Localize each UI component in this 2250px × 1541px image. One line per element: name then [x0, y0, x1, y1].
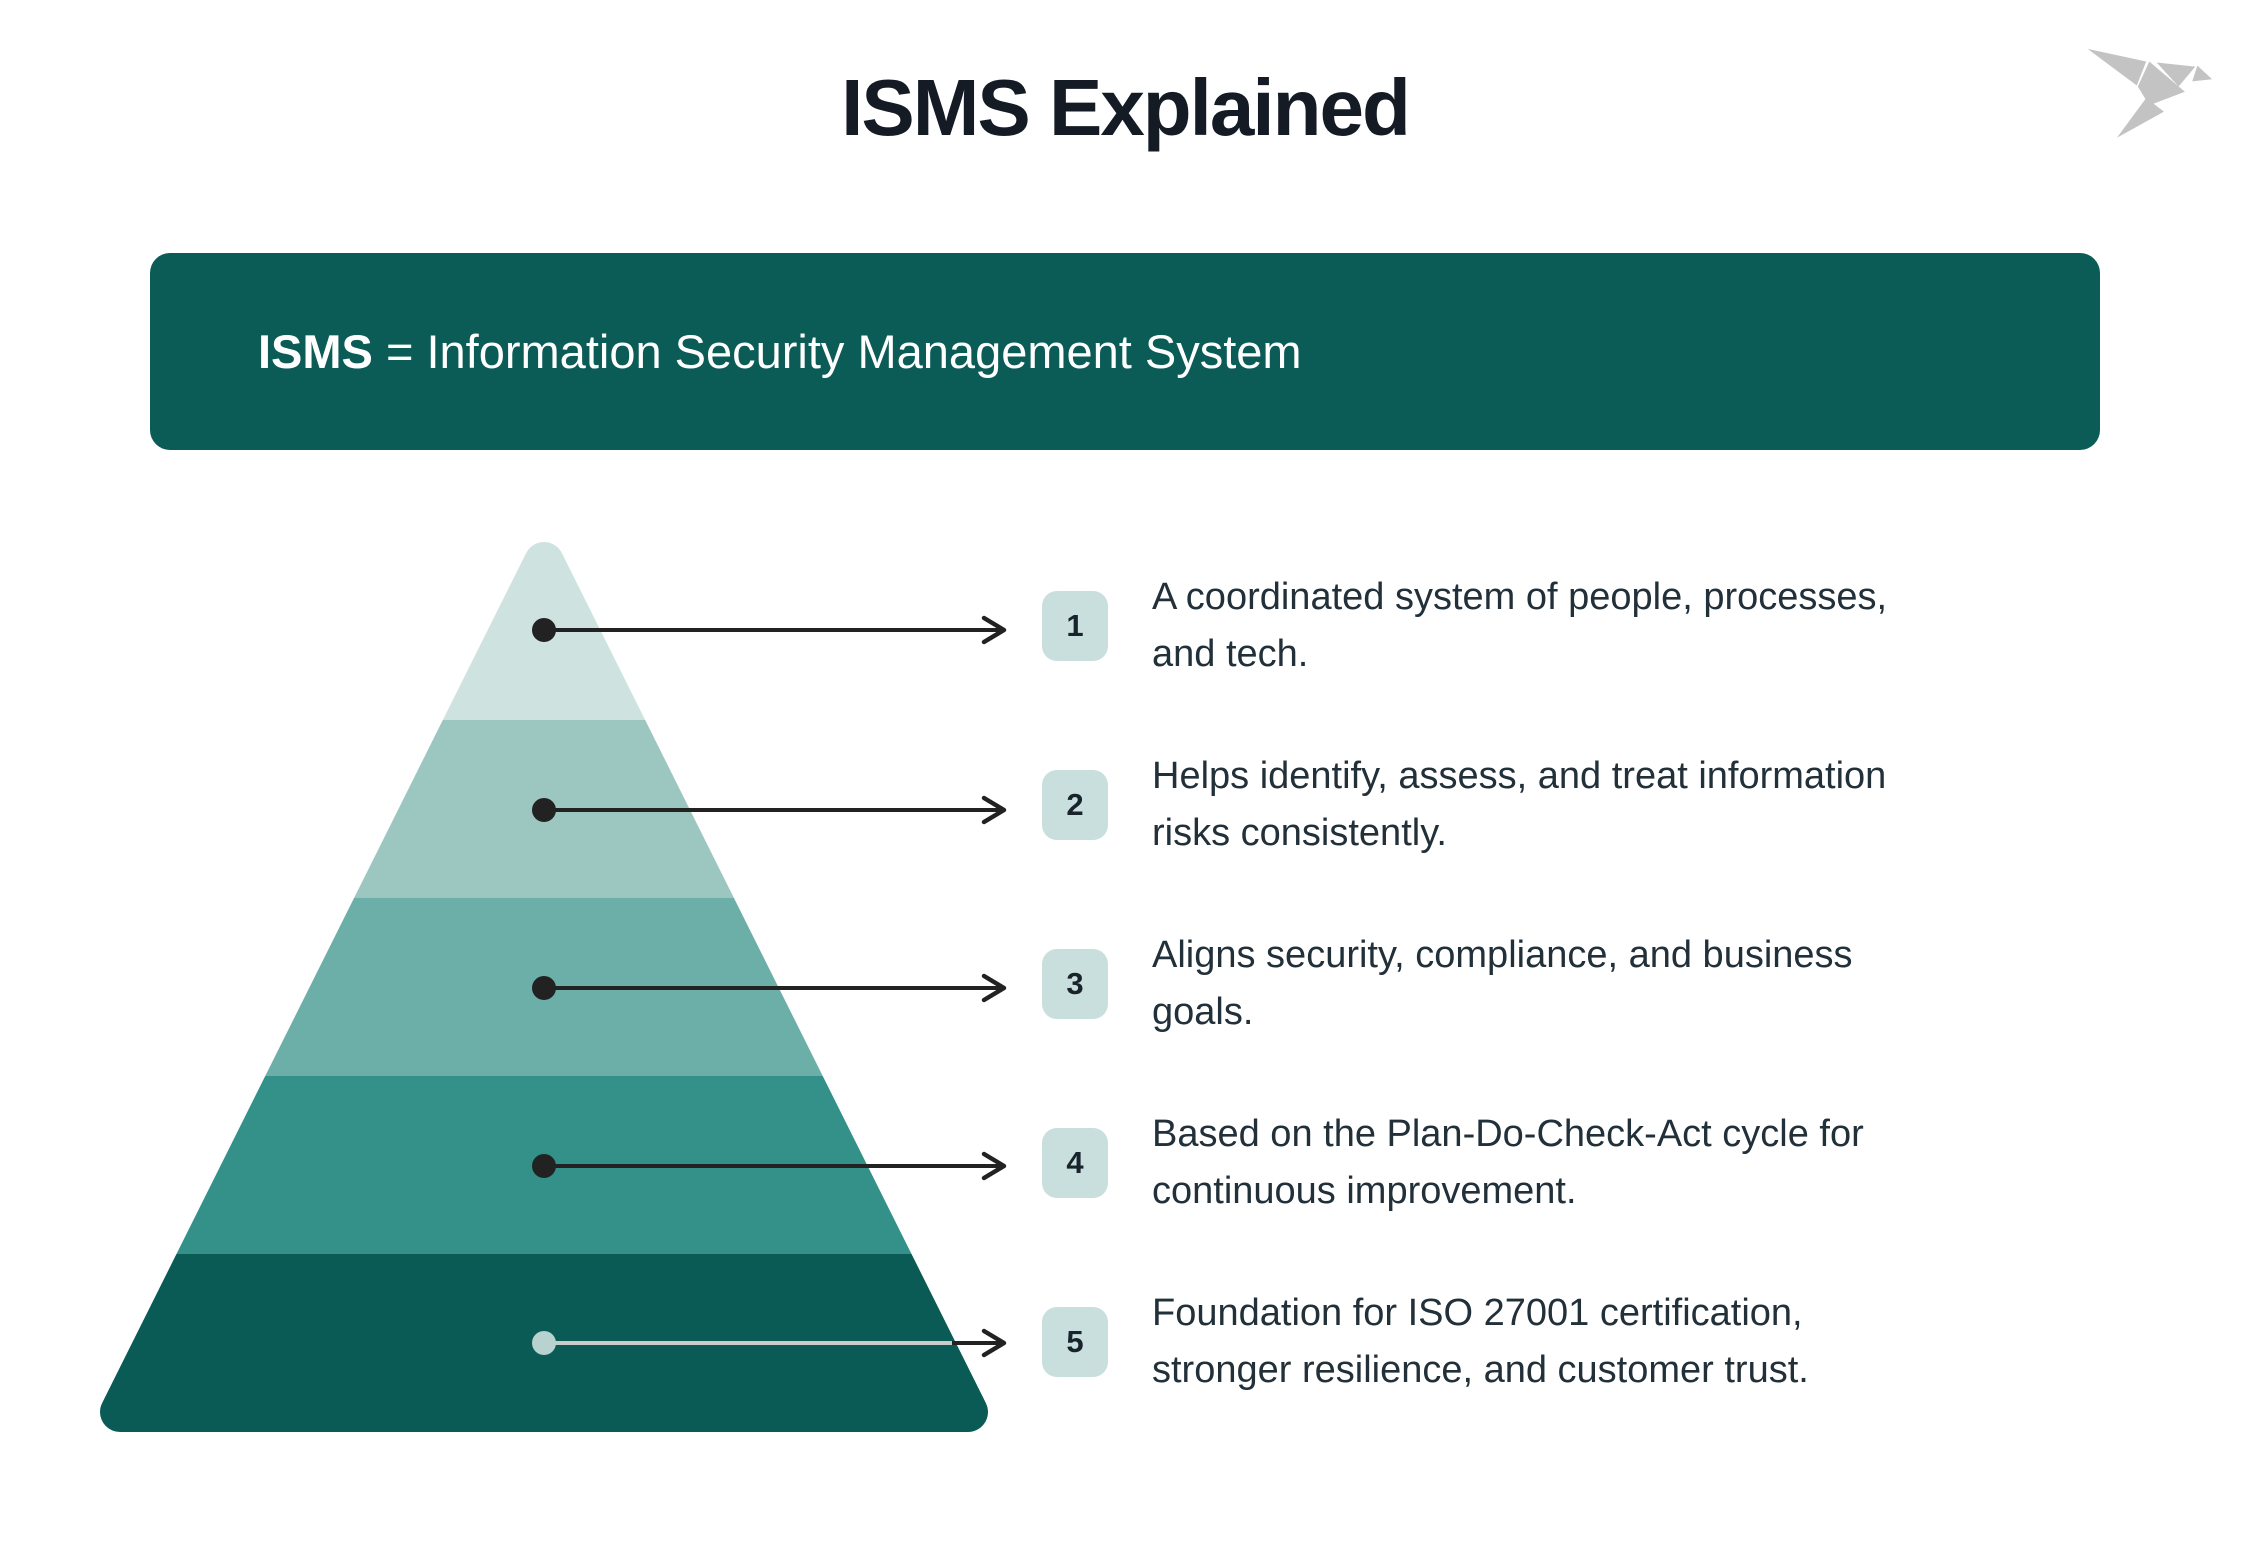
- item-number-badge: 3: [1042, 949, 1108, 1019]
- list-item-2: 2 Helps identify, assess, and treat info…: [1042, 748, 2162, 862]
- bird-wing: [2087, 48, 2147, 86]
- item-text-line: and tech.: [1152, 633, 1309, 675]
- bird-head: [2156, 62, 2196, 87]
- origami-bird-icon: [2087, 48, 2213, 138]
- definition-term: ISMS: [258, 325, 373, 378]
- item-number-badge: 2: [1042, 770, 1108, 840]
- definition-body: = Information Security Management System: [372, 325, 1302, 378]
- connector-arrow-5: [532, 1328, 1007, 1358]
- bird-body: [2137, 61, 2185, 106]
- item-text-line: Aligns security, compliance, and busines…: [1152, 934, 1853, 976]
- item-text-line: Helps identify, assess, and treat inform…: [1152, 755, 1887, 797]
- list-item-5: 5 Foundation for ISO 27001 certification…: [1042, 1285, 2162, 1399]
- item-text-line: stronger resilience, and customer trust.: [1152, 1349, 1809, 1391]
- list-item-4: 4 Based on the Plan-Do-Check-Act cycle f…: [1042, 1106, 2162, 1220]
- list-item-3: 3 Aligns security, compliance, and busin…: [1042, 927, 2162, 1041]
- item-number-badge: 5: [1042, 1307, 1108, 1377]
- page-title: ISMS Explained: [841, 63, 1411, 152]
- item-text-line: A coordinated system of people, processe…: [1152, 576, 1888, 618]
- item-text-line: risks consistently.: [1152, 812, 1447, 854]
- connector-arrow-4: [532, 1151, 1007, 1181]
- item-number-badge: 1: [1042, 591, 1108, 661]
- item-text: Aligns security, compliance, and busines…: [1152, 927, 1853, 1041]
- item-text-line: continuous improvement.: [1152, 1170, 1577, 1212]
- item-text-line: goals.: [1152, 991, 1254, 1033]
- item-text-line: Foundation for ISO 27001 certification,: [1152, 1292, 1803, 1334]
- connector-arrow-3: [532, 973, 1007, 1003]
- definition-text: ISMS = Information Security Management S…: [150, 324, 1302, 379]
- item-number-badge: 4: [1042, 1128, 1108, 1198]
- item-text: Foundation for ISO 27001 certification, …: [1152, 1285, 1809, 1399]
- item-text-line: Based on the Plan-Do-Check-Act cycle for: [1152, 1113, 1864, 1155]
- bird-beak: [2192, 65, 2213, 82]
- definition-banner: ISMS = Information Security Management S…: [150, 253, 2100, 450]
- pyramid-level-1: [80, 500, 1010, 720]
- connector-arrow-1: [532, 615, 1007, 645]
- item-text: Based on the Plan-Do-Check-Act cycle for…: [1152, 1106, 1864, 1220]
- item-text: A coordinated system of people, processe…: [1152, 569, 1887, 683]
- connector-arrow-2: [532, 795, 1007, 825]
- bird-tail: [2116, 98, 2164, 138]
- item-text: Helps identify, assess, and treat inform…: [1152, 748, 1886, 862]
- pyramid: [80, 500, 1010, 1452]
- list-item-1: 1 A coordinated system of people, proces…: [1042, 569, 2162, 683]
